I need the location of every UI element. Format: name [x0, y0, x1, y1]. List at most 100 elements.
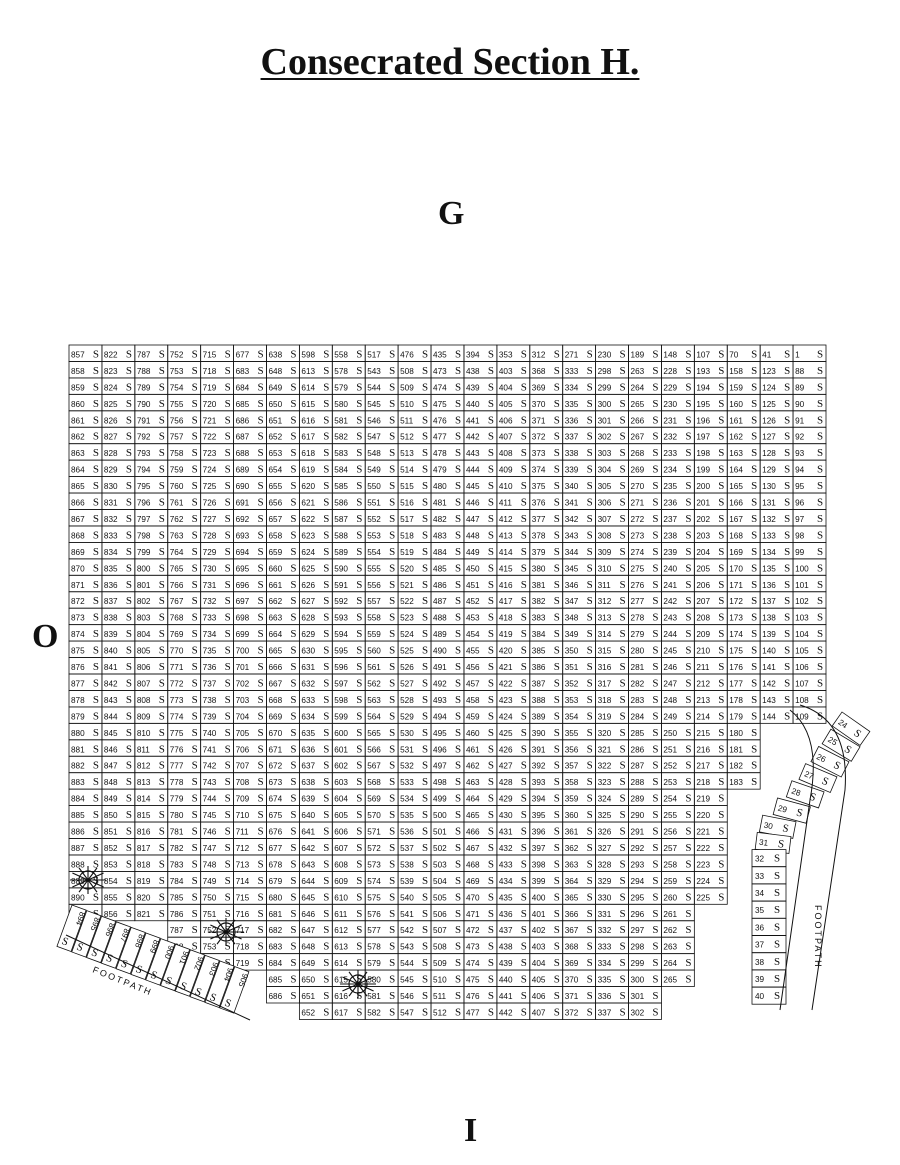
plot-number: 300 — [631, 976, 645, 985]
plot-s-marker: S — [126, 612, 132, 624]
plot-s-marker: S — [257, 348, 263, 360]
plot-number: 174 — [729, 630, 743, 639]
plot-number: 650 — [268, 400, 282, 409]
plot-number: 133 — [762, 531, 776, 540]
plot-s-marker: S — [751, 661, 757, 673]
plot-s-marker: S — [554, 941, 560, 953]
plot-s-marker: S — [323, 645, 329, 657]
plot-s-marker: S — [257, 398, 263, 410]
plot-number: 303 — [598, 449, 612, 458]
plot-number: 873 — [71, 614, 85, 623]
plot-number: 396 — [532, 828, 546, 837]
plot-s-marker: S — [620, 628, 626, 640]
plot-number: 254 — [663, 795, 677, 804]
plot-number: 760 — [170, 482, 184, 491]
plot-s-marker: S — [422, 990, 428, 1002]
plot-number: 361 — [565, 828, 579, 837]
plot-s-marker: S — [192, 924, 198, 936]
plot-number: 435 — [499, 893, 513, 902]
plot-number: 640 — [301, 811, 315, 820]
plot-s-marker: S — [192, 908, 198, 920]
plot-number: 621 — [301, 499, 315, 508]
plot-number: 563 — [367, 696, 381, 705]
plot-number: 107 — [696, 350, 710, 359]
plot-s-marker: S — [290, 546, 296, 558]
plot-s-marker: S — [192, 677, 198, 689]
plot-s-marker: S — [455, 957, 461, 969]
plot-s-marker: S — [652, 842, 658, 854]
plot-s-marker: S — [587, 694, 593, 706]
plot-number: 533 — [400, 778, 414, 787]
plot-number: 723 — [203, 449, 217, 458]
plot-number: 401 — [532, 910, 546, 919]
plot-s-marker: S — [225, 579, 231, 591]
plot-number: 434 — [499, 877, 513, 886]
plot-s-marker: S — [257, 760, 263, 772]
plot-number: 879 — [71, 712, 85, 721]
plot-s-marker: S — [521, 710, 527, 722]
plot-s-marker: S — [93, 760, 99, 772]
plot-s-marker: S — [455, 381, 461, 393]
plot-s-marker: S — [422, 529, 428, 541]
plot-s-marker: S — [323, 579, 329, 591]
plot-number: 264 — [663, 959, 677, 968]
plot-number: 801 — [137, 581, 151, 590]
curve-plot-s-marker: S — [774, 887, 780, 899]
plot-number: 804 — [137, 630, 151, 639]
plot-number: 627 — [301, 597, 315, 606]
plot-number: 674 — [268, 795, 282, 804]
plot-s-marker: S — [521, 381, 527, 393]
plot-s-marker: S — [192, 875, 198, 887]
plot-cell — [628, 1002, 662, 1020]
lower-left-plot-s-marker: S — [164, 974, 174, 987]
plot-number: 350 — [565, 647, 579, 656]
plot-s-marker: S — [488, 546, 494, 558]
plot-number: 493 — [433, 696, 447, 705]
plot-s-marker: S — [751, 628, 757, 640]
plot-s-marker: S — [225, 661, 231, 673]
plot-number: 725 — [203, 482, 217, 491]
plot-number: 324 — [598, 795, 612, 804]
plot-s-marker: S — [159, 414, 165, 426]
plot-s-marker: S — [718, 464, 724, 476]
plot-number: 798 — [137, 531, 151, 540]
plot-s-marker: S — [652, 431, 658, 443]
curve-plot-s-marker: S — [774, 853, 780, 865]
plot-s-marker: S — [93, 595, 99, 607]
plot-number: 686 — [236, 416, 250, 425]
plot-s-marker: S — [718, 875, 724, 887]
plot-number: 528 — [400, 696, 414, 705]
plot-number: 405 — [499, 400, 513, 409]
plot-number: 719 — [236, 959, 250, 968]
plot-s-marker: S — [587, 974, 593, 986]
plot-s-marker: S — [718, 628, 724, 640]
plot-number: 298 — [631, 943, 645, 952]
plot-number: 882 — [71, 762, 85, 771]
plot-s-marker: S — [751, 645, 757, 657]
plot-s-marker: S — [488, 595, 494, 607]
plot-s-marker: S — [620, 941, 626, 953]
plot-number: 129 — [762, 466, 776, 475]
plot-number: 125 — [762, 400, 776, 409]
plot-number: 689 — [236, 466, 250, 475]
plot-number: 715 — [236, 893, 250, 902]
plot-s-marker: S — [323, 743, 329, 755]
plot-s-marker: S — [356, 645, 362, 657]
plot-number: 830 — [104, 482, 118, 491]
plot-s-marker: S — [126, 809, 132, 821]
plot-number: 614 — [334, 959, 348, 968]
plot-s-marker: S — [554, 727, 560, 739]
plot-number: 845 — [104, 729, 118, 738]
plot-s-marker: S — [488, 431, 494, 443]
plot-number: 658 — [268, 531, 282, 540]
plot-s-marker: S — [685, 891, 691, 903]
plot-s-marker: S — [257, 677, 263, 689]
plot-s-marker: S — [389, 398, 395, 410]
plot-number: 250 — [663, 729, 677, 738]
plot-s-marker: S — [587, 875, 593, 887]
tree-symbol-stroke — [87, 879, 98, 893]
plot-s-marker: S — [290, 447, 296, 459]
plot-s-marker: S — [652, 579, 658, 591]
plot-number: 531 — [400, 745, 414, 754]
